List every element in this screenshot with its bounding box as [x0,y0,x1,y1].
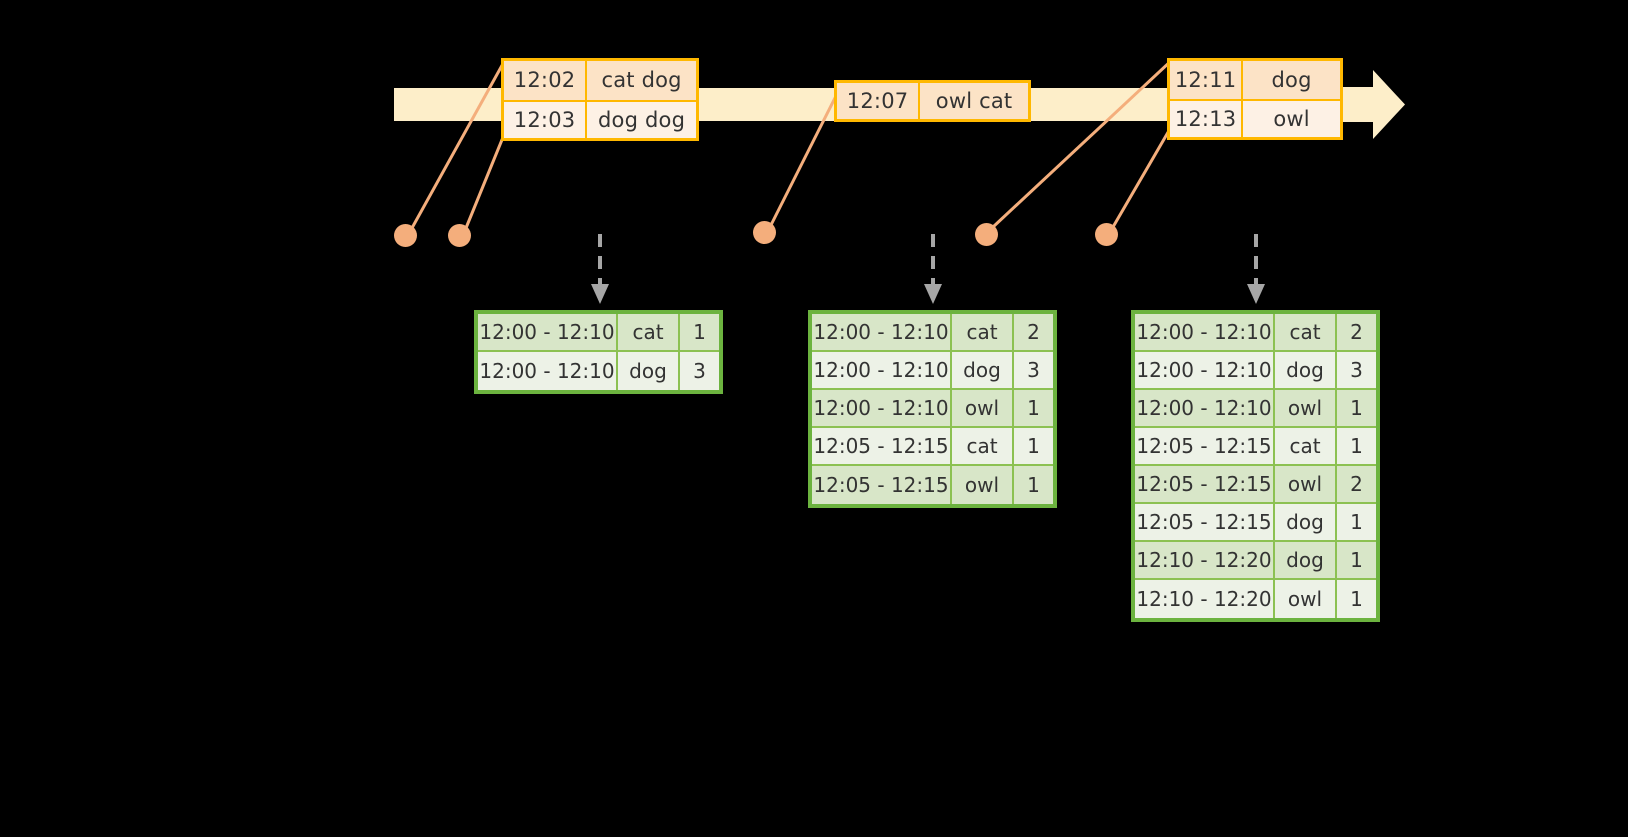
result-window: 12:05 - 12:15 [1135,504,1275,542]
event-row: 12:03 dog dog [504,99,696,138]
event-row: 12:13 owl [1170,99,1340,137]
event-row: 12:11 dog [1170,61,1340,99]
flow-arrow-3-icon [1247,234,1265,304]
event-time: 12:13 [1170,99,1244,137]
event-time: 12:03 [504,99,588,138]
result-count: 1 [1337,504,1376,542]
result-window: 12:05 - 12:15 [1135,466,1275,504]
event-time: 12:11 [1170,61,1244,99]
result-window: 12:05 - 12:15 [812,428,952,466]
event-words: dog [1243,61,1340,99]
event-time: 12:02 [504,61,588,100]
event-words: owl cat [920,83,1028,119]
result-word: owl [952,390,1014,428]
result-count: 2 [1337,466,1376,504]
result-count: 1 [1014,390,1053,428]
result-window: 12:00 - 12:10 [812,352,952,390]
event-time: 12:07 [837,83,921,119]
result-word: cat [952,428,1014,466]
event-row: 12:02 cat dog [504,61,696,100]
event-box-2: 12:07 owl cat [834,80,1031,122]
result-count: 1 [1337,580,1376,618]
result-word: dog [1275,352,1337,390]
result-count: 3 [680,352,719,390]
event-marker-2 [448,224,471,247]
event-box-1: 12:02 cat dog 12:03 dog dog [501,58,699,141]
result-count: 1 [1337,428,1376,466]
event-marker-1 [394,224,417,247]
result-word: dog [618,352,680,390]
result-word: owl [1275,580,1337,618]
result-word: cat [952,314,1014,352]
result-count: 1 [1014,428,1053,466]
event-words: cat dog [587,61,696,100]
result-word: owl [1275,466,1337,504]
result-window: 12:05 - 12:15 [812,466,952,504]
result-word: dog [1275,504,1337,542]
event-marker-5 [1095,223,1118,246]
result-count: 1 [1014,466,1053,504]
result-window: 12:00 - 12:10 [1135,390,1275,428]
event-words: owl [1243,99,1340,137]
result-window: 12:00 - 12:10 [1135,314,1275,352]
result-word: cat [618,314,680,352]
event-marker-3 [753,221,776,244]
result-window: 12:00 - 12:10 [478,352,618,390]
result-count: 3 [1337,352,1376,390]
event-row: 12:07 owl cat [837,83,1028,119]
result-window: 12:00 - 12:10 [812,314,952,352]
event-marker-4 [975,223,998,246]
event-box-3: 12:11 dog 12:13 owl [1167,58,1343,140]
result-window: 12:00 - 12:10 [478,314,618,352]
timeline-arrowhead-icon [1343,70,1405,139]
result-count: 1 [1337,542,1376,580]
result-window: 12:00 - 12:10 [812,390,952,428]
result-count: 3 [1014,352,1053,390]
result-window: 12:00 - 12:10 [1135,352,1275,390]
result-count: 2 [1337,314,1376,352]
flow-arrow-2-icon [924,234,942,304]
result-window: 12:10 - 12:20 [1135,542,1275,580]
result-count: 1 [680,314,719,352]
result-window: 12:05 - 12:15 [1135,428,1275,466]
result-word: cat [1275,314,1337,352]
result-word: cat [1275,428,1337,466]
result-count: 2 [1014,314,1053,352]
result-word: owl [952,466,1014,504]
result-window: 12:10 - 12:20 [1135,580,1275,618]
flow-arrow-1-icon [591,234,609,304]
event-words: dog dog [587,99,696,138]
result-word: owl [1275,390,1337,428]
result-count: 1 [1337,390,1376,428]
result-word: dog [1275,542,1337,580]
result-word: dog [952,352,1014,390]
